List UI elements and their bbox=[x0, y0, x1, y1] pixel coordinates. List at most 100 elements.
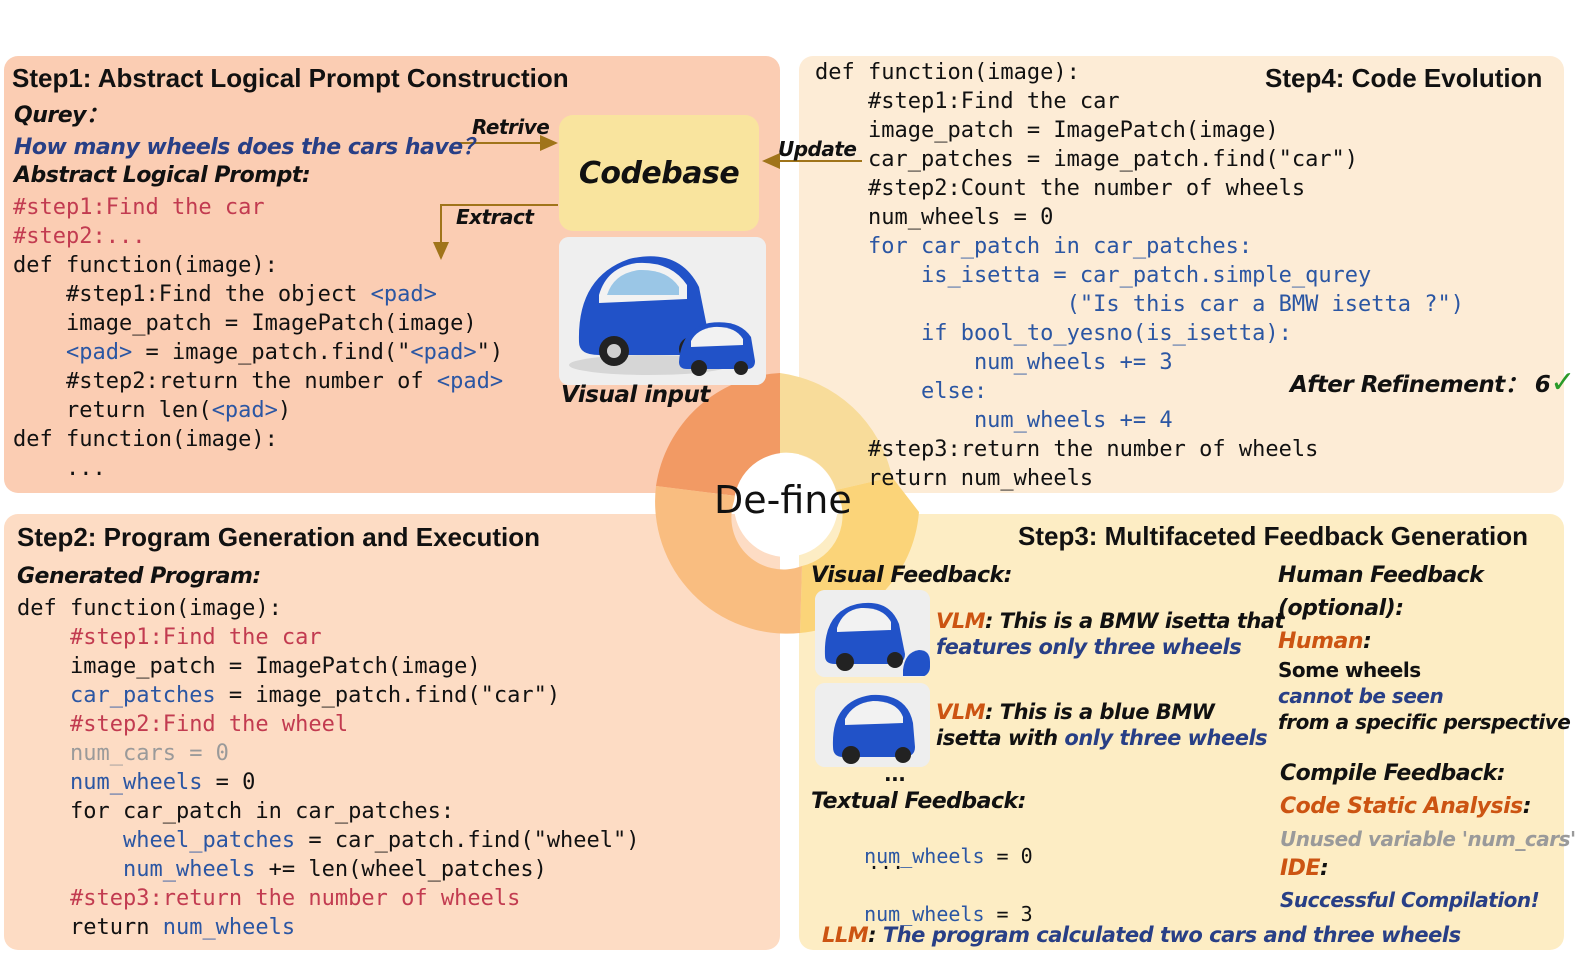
code-line: #step2:return the number of <pad> bbox=[13, 367, 503, 396]
code-token: #step1:Find the car bbox=[69, 625, 322, 650]
code-line: image_patch = ImagePatch(image) bbox=[17, 652, 640, 681]
code-token: <pad> bbox=[370, 282, 437, 307]
code-line: for car_patch in car_patches: bbox=[17, 797, 640, 826]
cycle-segment-step2 bbox=[655, 486, 802, 634]
code-line: if bool_to_yesno(is_isetta): bbox=[815, 319, 1464, 348]
code-token bbox=[17, 886, 70, 911]
code-token: #step2:... bbox=[13, 224, 146, 249]
code-token: += len(wheel_patches) bbox=[255, 857, 547, 882]
code-line: def function(image): bbox=[13, 425, 503, 454]
code-line: #step1:Find the car bbox=[17, 623, 640, 652]
code-line: #step1:Find the object <pad> bbox=[13, 280, 503, 309]
code-token bbox=[17, 712, 70, 737]
cycle-segment-step1 bbox=[656, 373, 780, 496]
code-line: num_wheels += len(wheel_patches) bbox=[17, 855, 640, 884]
human-line-3: from a specific perspective bbox=[1278, 710, 1571, 734]
code-line: ("Is this car a BMW isetta ?") bbox=[815, 290, 1464, 319]
visual-feedback-ellipsis: ... bbox=[884, 762, 906, 786]
csa-colon: : bbox=[1522, 794, 1532, 819]
code-token: num_wheels = 0 bbox=[815, 205, 1054, 230]
code-line: image_patch = ImagePatch(image) bbox=[815, 116, 1464, 145]
after-refinement-label: After Refinement： 6✓ bbox=[1290, 365, 1575, 400]
code-token: ") bbox=[476, 340, 504, 365]
step4-title: Step4: Code Evolution bbox=[1265, 63, 1543, 93]
code-token: ) bbox=[277, 398, 292, 423]
code-line: return num_wheels bbox=[815, 464, 1464, 493]
vlm1-line-a: : This is a BMW isetta that bbox=[985, 609, 1285, 633]
code-token: #step2:return the number of bbox=[13, 369, 437, 394]
vlm2-line-c: only three wheels bbox=[1064, 726, 1268, 750]
code-token: <pad> bbox=[436, 369, 504, 394]
code-token: def function(image): bbox=[13, 427, 278, 452]
code-token: return len( bbox=[13, 398, 212, 423]
update-label: Update bbox=[778, 137, 857, 161]
textual-line-1-val: = 0 bbox=[984, 844, 1033, 868]
feedback-image-1 bbox=[815, 590, 930, 677]
vlm2-line-b: isetta with bbox=[936, 726, 1065, 750]
evolved-code: def function(image): #step1:Find the car… bbox=[815, 58, 1464, 493]
unused-variable-text: Unused variable 'num_cars' bbox=[1280, 827, 1576, 851]
code-token: wheel_patches bbox=[122, 828, 296, 853]
step3-title: Step3: Multifaceted Feedback Generation bbox=[1018, 521, 1529, 551]
step1-title: Step1: Abstract Logical Prompt Construct… bbox=[12, 63, 569, 93]
textual-line-1-var: num_wheels bbox=[864, 844, 985, 868]
ide-colon: : bbox=[1319, 856, 1329, 881]
code-token: else: bbox=[815, 379, 988, 404]
abstract-prompt-code: #step1:Find the car#step2:...def functio… bbox=[13, 193, 503, 483]
code-token: return num_wheels bbox=[815, 466, 1094, 491]
check-icon: ✓ bbox=[1550, 365, 1575, 400]
code-token bbox=[17, 625, 70, 650]
code-line: wheel_patches = car_patch.find("wheel") bbox=[17, 826, 640, 855]
successful-compilation-text: Successful Compilation! bbox=[1280, 888, 1540, 912]
code-token: ("Is this car a BMW isetta ?") bbox=[815, 292, 1465, 317]
code-line: for car_patch in car_patches: bbox=[815, 232, 1464, 261]
code-token: num_wheels bbox=[162, 915, 296, 940]
generated-program-code: def function(image): #step1:Find the car… bbox=[17, 594, 640, 942]
extract-label: Extract bbox=[456, 205, 534, 229]
visual-input-label: Visual input bbox=[561, 382, 710, 408]
code-token bbox=[13, 340, 66, 365]
code-line: return len(<pad>) bbox=[13, 396, 503, 425]
vlm2-line-a: : This is a blue BMW bbox=[985, 700, 1215, 724]
code-line: #step3:return the number of wheels bbox=[815, 435, 1464, 464]
car-illustration bbox=[559, 237, 766, 385]
textual-line-2-var: num_wheels bbox=[864, 902, 985, 926]
code-line: num_cars = 0 bbox=[17, 739, 640, 768]
code-token: ... bbox=[13, 456, 106, 481]
code-line: def function(image): bbox=[13, 251, 503, 280]
code-token: #step3:return the number of wheels bbox=[69, 886, 521, 911]
code-token: = image_patch.find("car") bbox=[215, 683, 561, 708]
code-line: return num_wheels bbox=[17, 913, 640, 942]
llm-text: The program calculated two cars and thre… bbox=[882, 923, 1461, 947]
code-token: <pad> bbox=[211, 398, 278, 423]
code-line: ... bbox=[13, 454, 503, 483]
code-line: #step2:Count the number of wheels bbox=[815, 174, 1464, 203]
code-token bbox=[17, 857, 123, 882]
cycle-segment-step4 bbox=[780, 373, 892, 490]
code-token: num_wheels bbox=[122, 857, 256, 882]
human-feedback-optional: (optional): bbox=[1278, 596, 1404, 621]
vlm-feedback-2: VLM: This is a blue BMW isetta with only… bbox=[936, 699, 1268, 751]
human-feedback-label: Human Feedback bbox=[1278, 563, 1484, 588]
code-token: is_isetta = car_patch.simple_qurey bbox=[815, 263, 1372, 288]
code-line: car_patches = image_patch.find("car") bbox=[815, 145, 1464, 174]
csa-name: Code Static Analysis bbox=[1280, 794, 1523, 819]
query-label: Qurey： bbox=[14, 103, 108, 128]
codebase-label: Codebase bbox=[578, 155, 740, 191]
vlm-label-2: VLM bbox=[936, 700, 986, 724]
code-token: car_patches = image_patch.find("car") bbox=[815, 147, 1359, 172]
textual-line-2-val: = 3 bbox=[984, 902, 1033, 926]
code-line: num_wheels += 3 bbox=[815, 348, 1464, 377]
code-token: car_patches bbox=[69, 683, 216, 708]
extract-arrow bbox=[433, 204, 558, 260]
code-line: num_wheels = 0 bbox=[815, 203, 1464, 232]
vlm1-line-b: features only three wheels bbox=[936, 635, 1242, 659]
code-token: image_patch = ImagePatch(image) bbox=[13, 311, 477, 336]
code-line: car_patches = image_patch.find("car") bbox=[17, 681, 640, 710]
code-token bbox=[17, 770, 70, 795]
define-label: De-fine bbox=[714, 478, 852, 522]
human-line-1: Some wheels bbox=[1278, 658, 1421, 682]
step2-title: Step2: Program Generation and Execution bbox=[17, 522, 540, 552]
code-token: num_cars = 0 bbox=[69, 741, 229, 766]
